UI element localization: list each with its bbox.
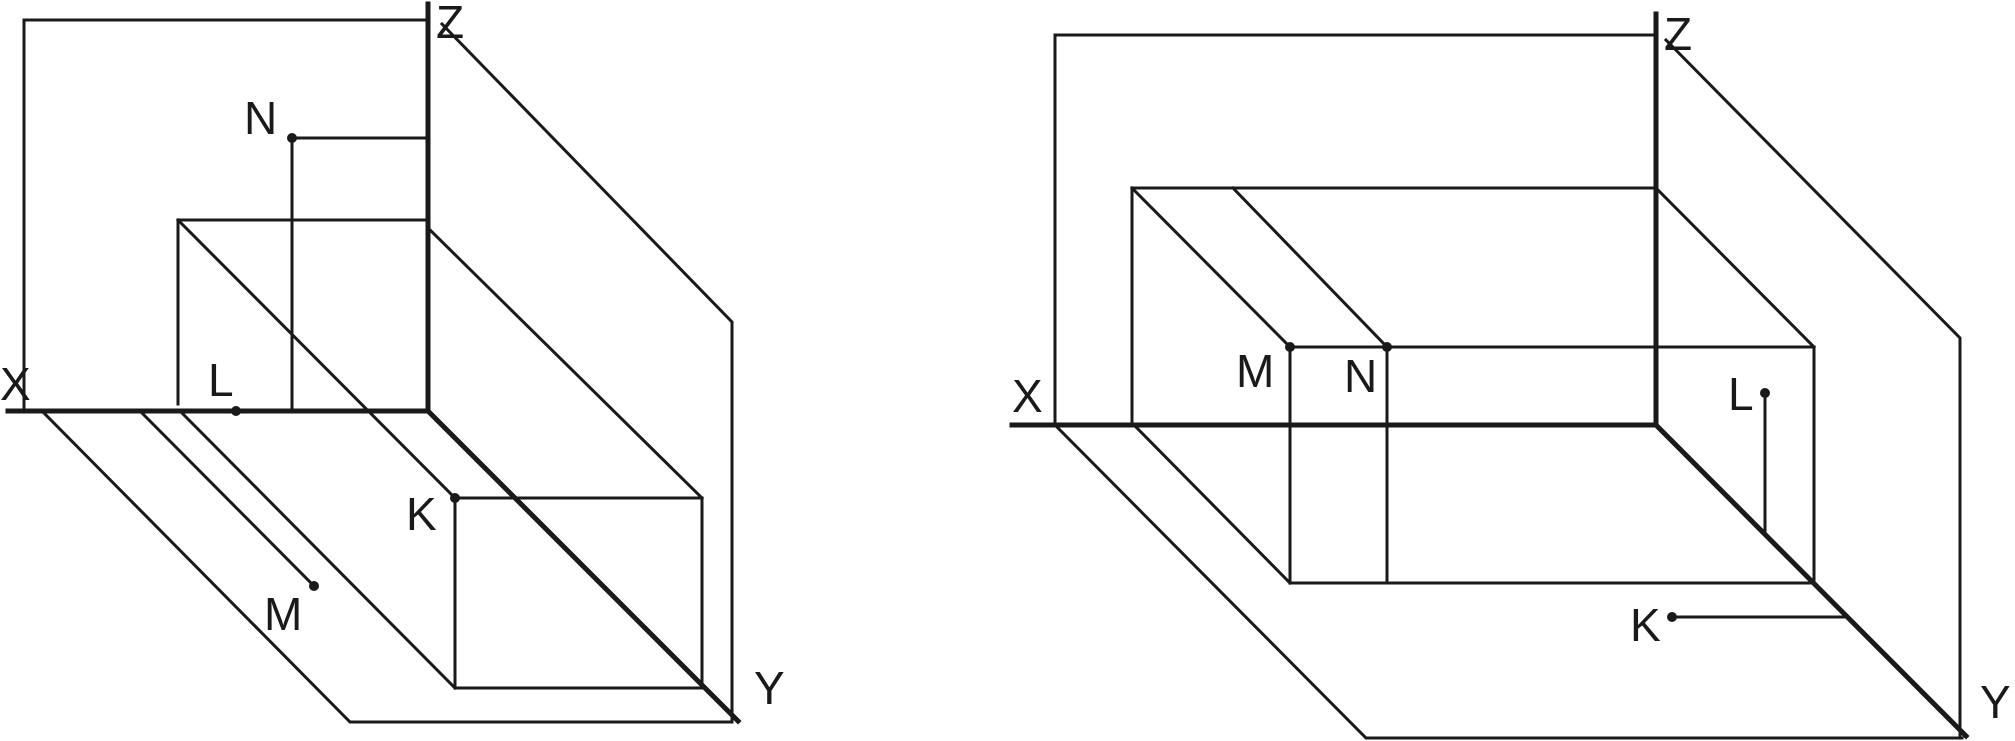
left-label-z: Z (436, 0, 464, 48)
right-y-axis (1652, 421, 1970, 740)
left-xz-frame (22, 18, 430, 413)
left-label-k: K (406, 488, 437, 540)
right-box-diag-right (1653, 185, 1817, 350)
right-box-diag-n (1230, 185, 1390, 350)
left-inner-diagonal (179, 410, 458, 691)
right-point-l-dot (1760, 388, 1770, 398)
left-point-k-dot (450, 493, 460, 503)
left-box-diag-1 (175, 217, 458, 501)
left-point-m-dot (309, 581, 319, 591)
right-label-l: L (1728, 368, 1754, 420)
left-label-x: X (0, 358, 31, 410)
left-point-l-dot (231, 406, 241, 416)
right-label-m: M (1236, 345, 1274, 397)
left-xy-frame (39, 408, 734, 724)
right-label-x: X (1012, 370, 1043, 422)
left-y-axis (424, 407, 742, 725)
right-box-bottom-diag (1131, 422, 1293, 586)
left-yz-frame (439, 21, 734, 724)
right-point-m-dot (1285, 342, 1295, 352)
left-label-y: Y (754, 662, 785, 714)
right-yz-frame (1663, 37, 1962, 738)
left-label-l: L (208, 354, 234, 406)
left-m-diagonal (139, 410, 317, 589)
left-label-n: N (244, 92, 277, 144)
right-diagram: X Z Y M N L K (1009, 8, 2011, 740)
right-xz-frame (1053, 33, 1658, 427)
right-label-n: N (1344, 350, 1377, 402)
right-point-k-dot (1667, 612, 1677, 622)
left-box-diag-2 (425, 225, 705, 501)
right-xy-frame (1052, 422, 1964, 740)
right-label-z: Z (1664, 8, 1692, 60)
right-box-diag-m (1129, 185, 1293, 350)
right-label-y: Y (1980, 676, 2011, 728)
left-point-n-dot (287, 133, 297, 143)
left-diagram: X Z Y N L K M (0, 0, 785, 725)
right-label-k: K (1630, 599, 1661, 651)
left-label-m: M (264, 588, 302, 640)
right-point-n-dot (1382, 342, 1392, 352)
